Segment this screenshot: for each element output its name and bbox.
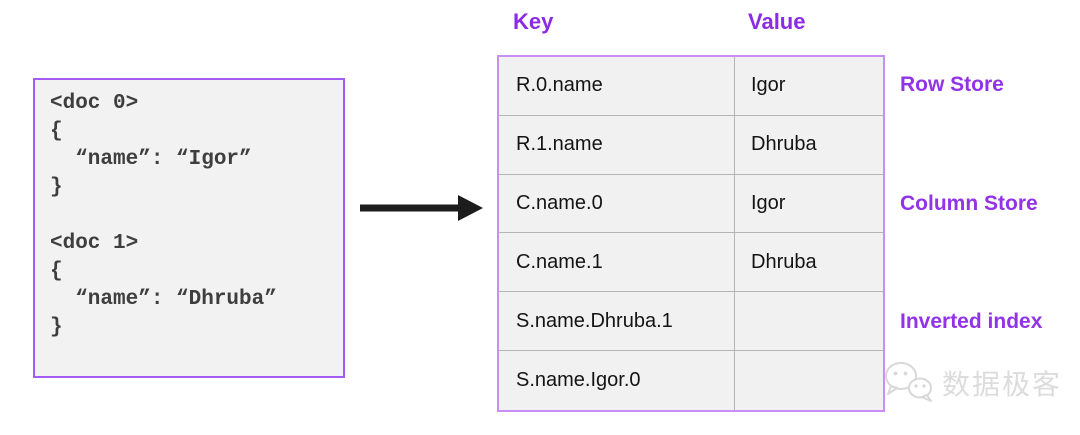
- label-column-store: Column Store: [900, 192, 1038, 215]
- table-cell-key: C.name.1: [499, 233, 735, 293]
- watermark-text: 数据极客: [942, 368, 1063, 400]
- table-cell-key: C.name.0: [499, 174, 735, 234]
- table-cell-key: S.name.Dhruba.1: [499, 292, 735, 352]
- table-header-key: Key: [513, 9, 554, 34]
- table-cell-key: S.name.Igor.0: [499, 351, 735, 410]
- code-line: }: [50, 176, 63, 199]
- code-line: [50, 202, 343, 230]
- source-documents-panel: <doc 0> { “name”: “Igor” } <doc 1> { “na…: [33, 78, 345, 378]
- code-line: {: [50, 260, 63, 283]
- code-line: “name”: “Igor”: [50, 148, 252, 171]
- table-cell-value: Dhruba: [735, 233, 883, 293]
- table-cell-value: Igor: [735, 57, 883, 116]
- table-cell-value: [735, 351, 883, 410]
- key-value-table: R.0.name Igor R.1.name Dhruba C.name.0 I…: [497, 55, 885, 412]
- mapping-arrow-icon: [356, 193, 486, 223]
- table-cell-value: [735, 292, 883, 352]
- code-line: {: [50, 120, 63, 143]
- table-cell-value: Dhruba: [735, 116, 883, 175]
- wechat-icon: [880, 359, 936, 408]
- label-row-store: Row Store: [900, 73, 1004, 96]
- watermark: 数据极客: [880, 357, 1062, 408]
- code-line: }: [50, 316, 63, 339]
- table-header-value: Value: [748, 9, 806, 34]
- code-line: <doc 1>: [50, 232, 139, 255]
- table-cell-key: R.0.name: [499, 57, 735, 116]
- table-cell-key: R.1.name: [499, 115, 735, 175]
- table-cell-value: Igor: [735, 175, 883, 234]
- code-line: <doc 0>: [50, 92, 139, 115]
- document-code: <doc 0> { “name”: “Igor” } <doc 1> { “na…: [35, 80, 343, 342]
- code-line: “name”: “Dhruba”: [50, 288, 277, 311]
- label-inverted-index: Inverted index: [900, 310, 1043, 333]
